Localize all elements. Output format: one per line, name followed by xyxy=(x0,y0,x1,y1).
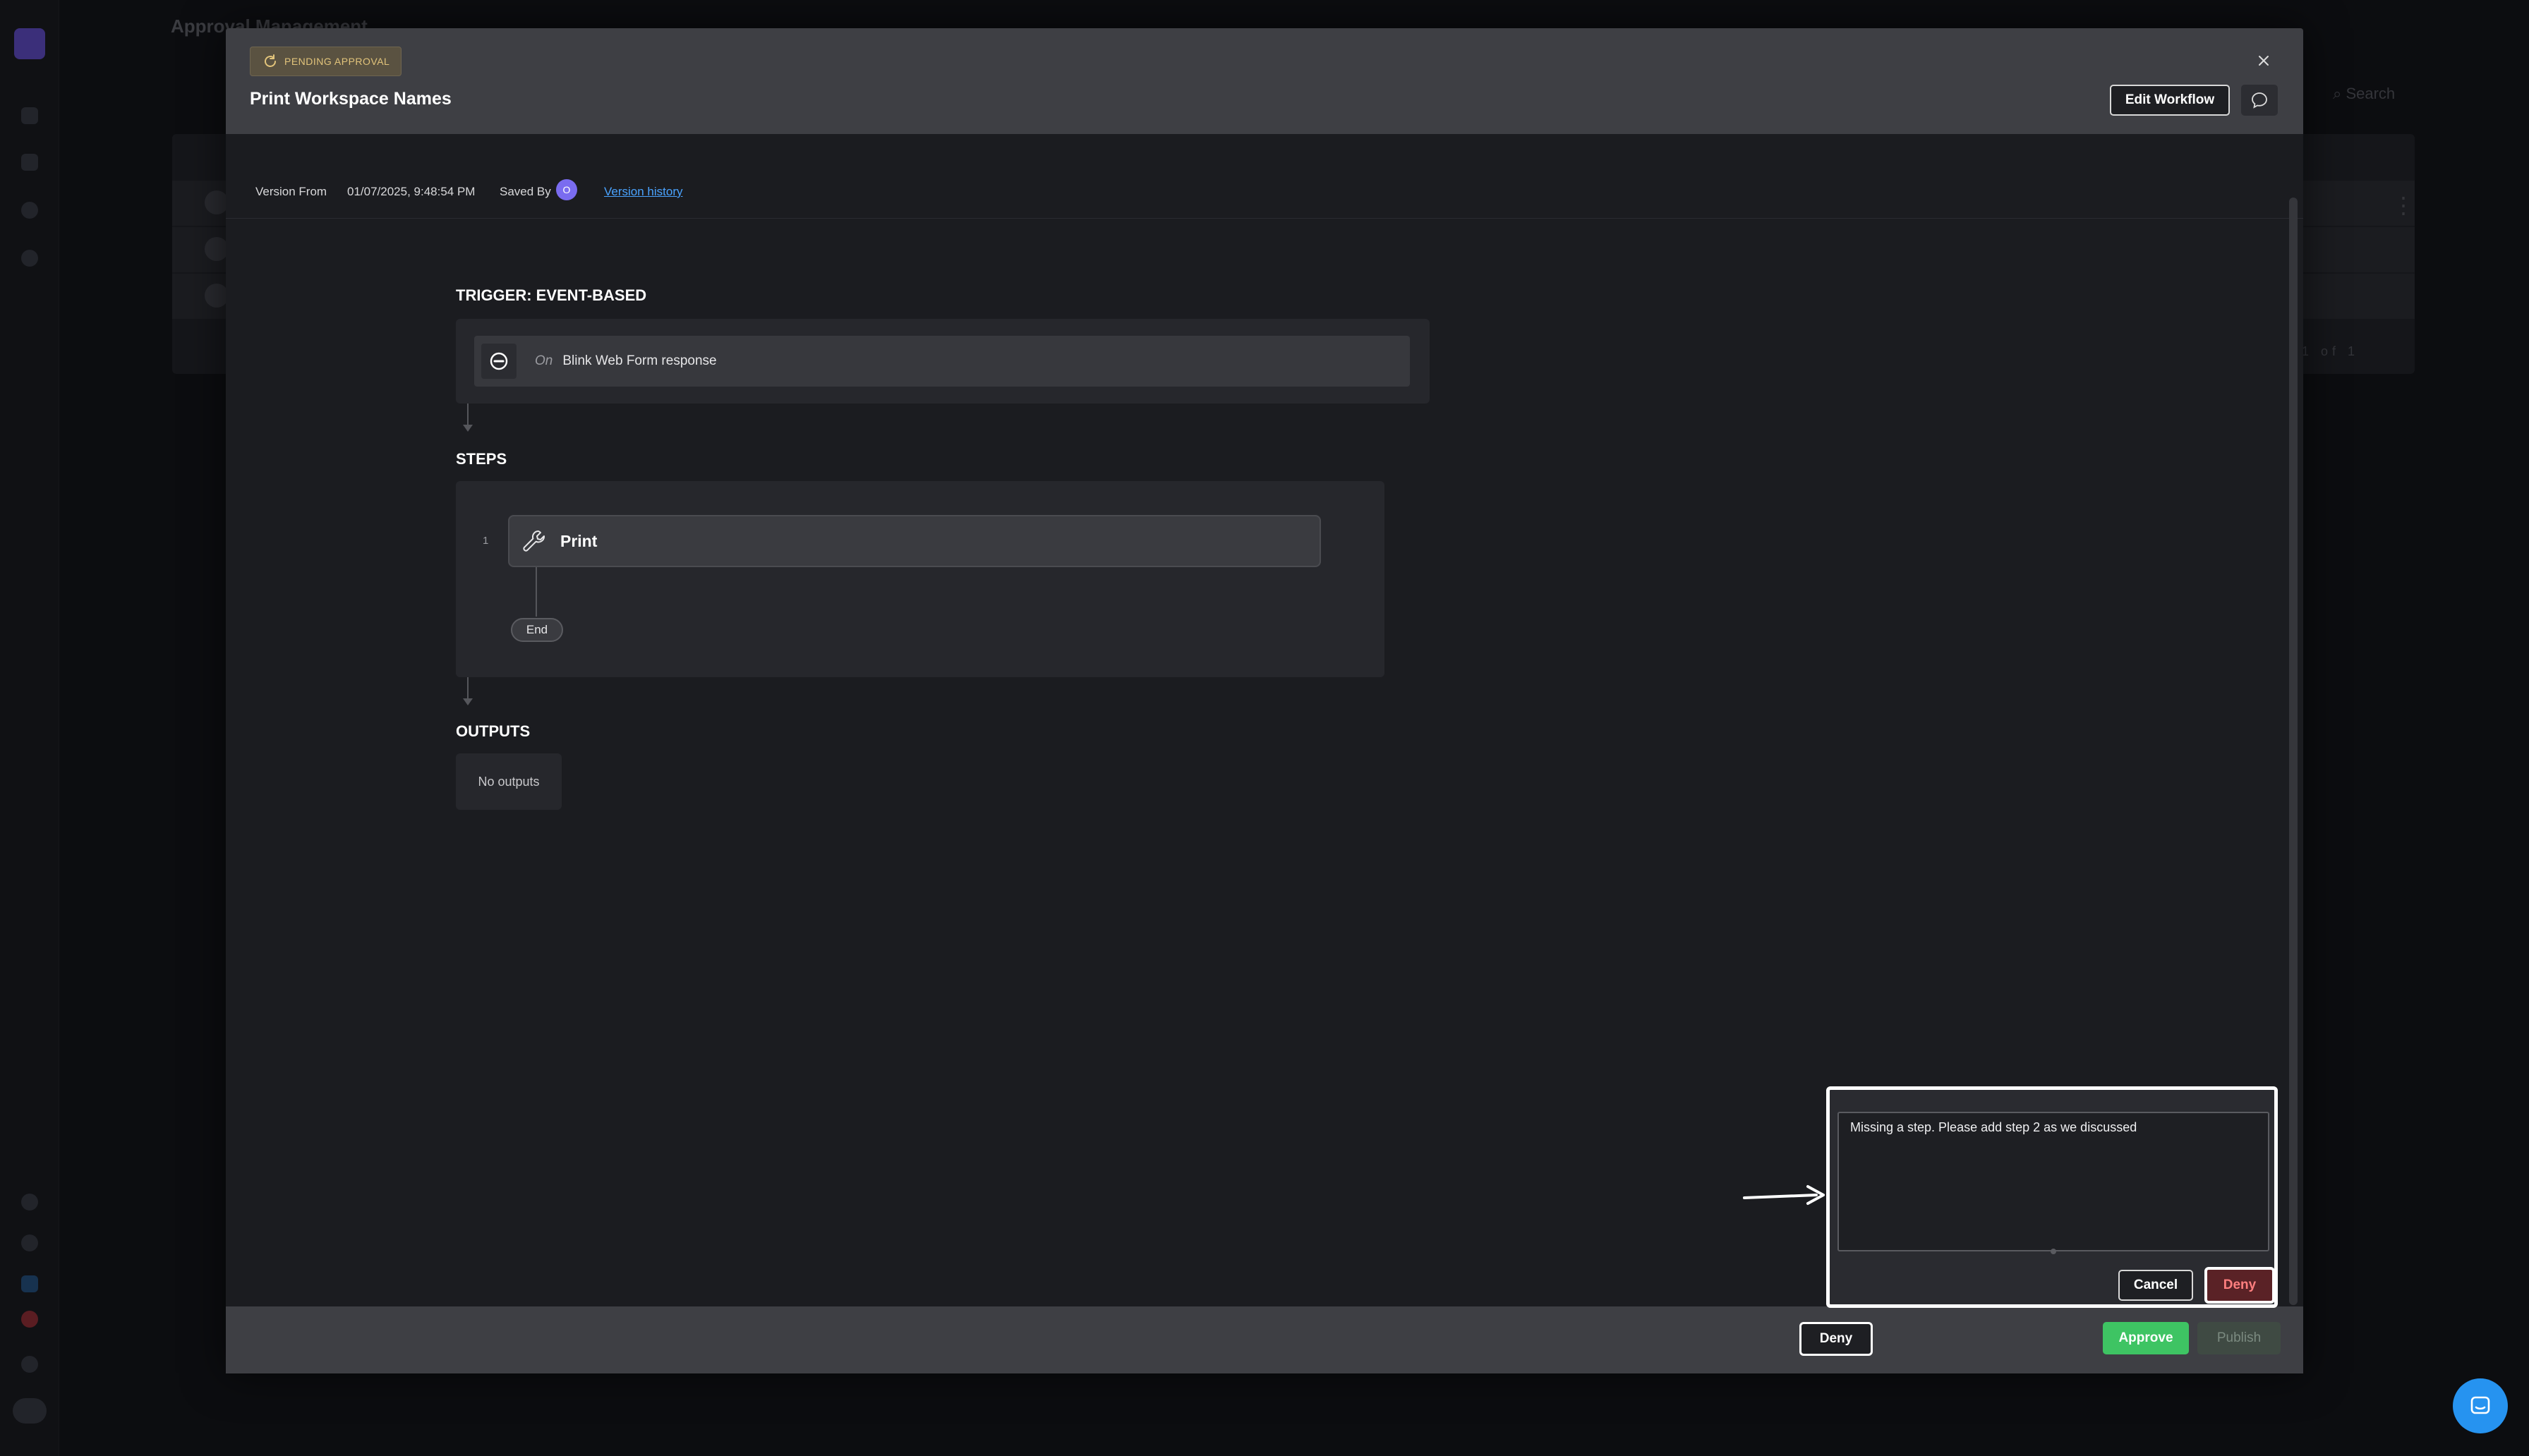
user-avatar[interactable] xyxy=(13,1398,47,1424)
annotation-arrow-icon xyxy=(1743,1185,1825,1205)
publish-button[interactable]: Publish xyxy=(2197,1322,2281,1354)
trigger-label: Blink Web Form response xyxy=(562,353,717,368)
deny-button[interactable]: Deny xyxy=(1799,1322,1873,1356)
nav-icon[interactable] xyxy=(21,154,38,171)
step-number: 1 xyxy=(483,535,489,547)
step-card-print[interactable]: Print xyxy=(508,515,1321,567)
connector-arrow xyxy=(463,425,473,432)
close-icon[interactable] xyxy=(2250,47,2278,75)
nav-icon[interactable] xyxy=(21,250,38,267)
resize-handle[interactable] xyxy=(2051,1249,2056,1254)
help-icon[interactable] xyxy=(21,1356,38,1373)
nav-icon[interactable] xyxy=(21,1234,38,1251)
edit-workflow-button[interactable]: Edit Workflow xyxy=(2110,85,2230,116)
background-pager: 1 of 1 xyxy=(2302,344,2360,358)
nav-icon[interactable] xyxy=(21,202,38,219)
badge-label: PENDING APPROVAL xyxy=(284,56,390,67)
version-history-link[interactable]: Version history xyxy=(604,185,683,198)
saved-by-avatar: O xyxy=(556,179,577,200)
trigger-section-title: TRIGGER: EVENT-BASED xyxy=(456,286,647,304)
app-sidebar xyxy=(0,0,59,1456)
no-outputs-box: No outputs xyxy=(456,753,562,810)
connector-line xyxy=(536,567,537,617)
connector-arrow xyxy=(463,698,473,705)
connector-line xyxy=(467,404,469,425)
refresh-icon xyxy=(265,54,276,67)
cancel-button[interactable]: Cancel xyxy=(2118,1270,2193,1301)
nav-icon[interactable] xyxy=(21,107,38,124)
version-from-value: 01/07/2025, 9:48:54 PM xyxy=(347,185,476,198)
outputs-section-title: OUTPUTS xyxy=(456,722,531,740)
search-icon: ⌕ xyxy=(2333,85,2342,102)
nav-icon-active[interactable] xyxy=(21,1275,38,1292)
workflow-title: Print Workspace Names xyxy=(250,89,452,109)
deny-comment-input[interactable] xyxy=(1837,1112,2269,1251)
trigger-card[interactable]: On Blink Web Form response xyxy=(474,336,1410,387)
steps-container xyxy=(456,481,1384,677)
background-search[interactable]: ⌕ Search xyxy=(2333,85,2395,103)
version-bar: Version From 01/07/2025, 9:48:54 PM Save… xyxy=(226,134,2303,219)
webform-icon xyxy=(481,344,517,379)
notification-icon[interactable] xyxy=(21,1311,38,1328)
version-from-label: Version From xyxy=(255,185,327,198)
end-pill: End xyxy=(511,618,563,642)
connector-line xyxy=(467,677,469,698)
pending-approval-badge: PENDING APPROVAL xyxy=(250,47,402,76)
comment-button[interactable] xyxy=(2241,85,2278,116)
search-placeholder: Search xyxy=(2346,85,2396,102)
modal-header: PENDING APPROVAL Print Workspace Names E… xyxy=(226,28,2303,134)
confirm-deny-button[interactable]: Deny xyxy=(2204,1267,2275,1304)
app-logo[interactable] xyxy=(14,28,45,59)
saved-by-label: Saved By xyxy=(500,185,551,198)
chat-icon xyxy=(2470,1396,2490,1414)
scrollbar[interactable] xyxy=(2289,198,2298,1305)
comment-icon xyxy=(2252,92,2267,109)
approve-button[interactable]: Approve xyxy=(2103,1322,2189,1354)
kebab-menu-icon[interactable]: ⋮ xyxy=(2392,193,2415,218)
steps-section-title: STEPS xyxy=(456,450,507,468)
trigger-on-label: On xyxy=(535,353,553,368)
modal-footer xyxy=(226,1306,2303,1373)
step-label: Print xyxy=(560,531,598,550)
row-icon xyxy=(205,190,229,214)
row-icon xyxy=(205,237,229,261)
row-icon xyxy=(205,284,229,308)
chat-support-button[interactable] xyxy=(2453,1378,2508,1433)
wrench-icon xyxy=(518,525,550,557)
nav-icon[interactable] xyxy=(21,1194,38,1211)
